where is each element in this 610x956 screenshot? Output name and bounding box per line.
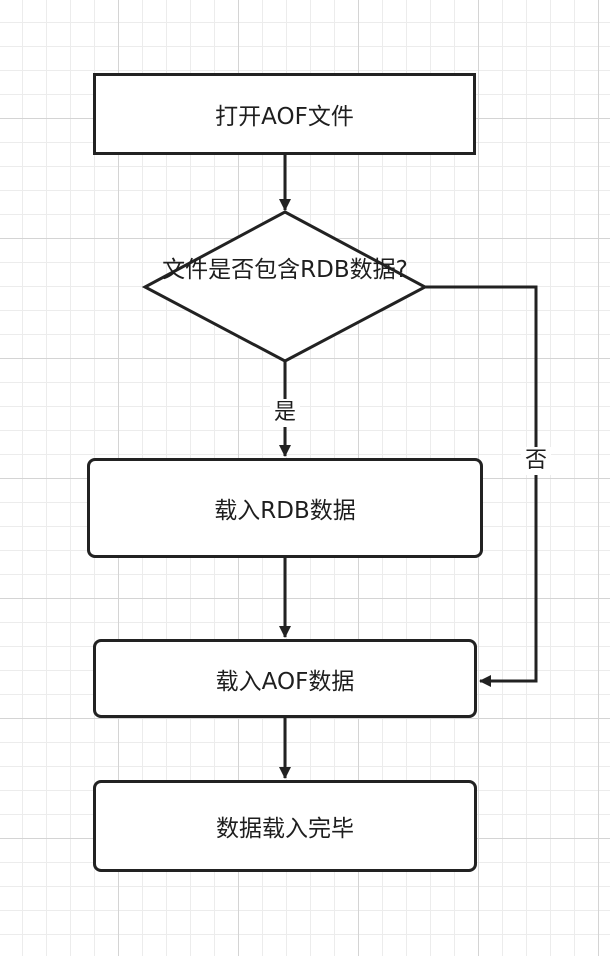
edge-decision-to-load-aof	[425, 285, 538, 687]
node-data-load-complete[interactable]: 数据载入完毕	[93, 780, 477, 872]
node-open-aof-file[interactable]: 打开AOF文件	[93, 73, 476, 155]
node-data-load-complete-label: 数据载入完毕	[216, 816, 354, 842]
edge-label-no: 否	[521, 447, 551, 475]
node-open-aof-file-label: 打开AOF文件	[215, 104, 354, 130]
edge-label-yes: 是	[270, 399, 300, 427]
node-load-rdb-data[interactable]: 载入RDB数据	[87, 458, 483, 558]
decision-diamond[interactable]	[141, 210, 429, 363]
decision-label: 文件是否包含RDB数据?	[162, 257, 408, 283]
node-load-aof-data[interactable]: 载入AOF数据	[93, 639, 477, 718]
node-load-rdb-data-label: 载入RDB数据	[214, 498, 356, 524]
node-load-aof-data-label: 载入AOF数据	[215, 668, 355, 695]
